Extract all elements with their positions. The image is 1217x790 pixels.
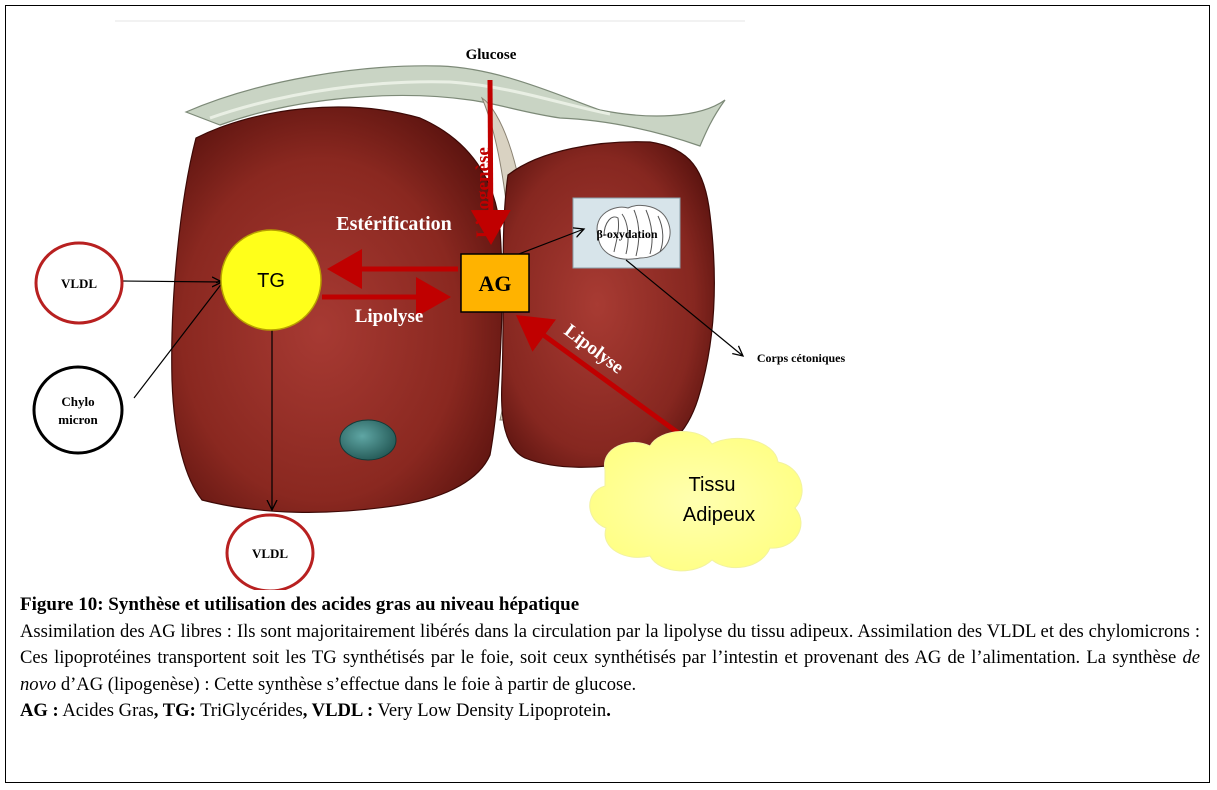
corps-cetoniques-label: Corps cétoniques <box>757 351 846 365</box>
caption-text-end: d’AG (lipogenèse) : Cette synthèse s’eff… <box>61 674 636 695</box>
tissu-label-line1: Tissu <box>688 474 735 496</box>
chylo-label-line2: micron <box>58 412 98 427</box>
glucose-label: Glucose <box>466 47 517 63</box>
esterification-label: Estérification <box>336 213 452 235</box>
ag-label: AG <box>479 271 512 296</box>
chylomicron-node <box>34 367 122 453</box>
lipolyse-center-label: Lipolyse <box>355 306 424 327</box>
liver-fatty-acid-diagram: TG AG VLDL Chylo micron VLDL Tissu Adipe… <box>0 0 1217 590</box>
abbr-vldl-value: Very Low Density Lipoprotein <box>377 700 606 721</box>
beta-oxydation-label: β-oxydation <box>597 227 658 241</box>
tissu-label-line2: Adipeux <box>683 504 755 526</box>
abbreviations-line: AG : Acides Gras, TG: TriGlycérides, VLD… <box>20 698 1200 725</box>
abbr-tg-key: , TG: <box>154 700 196 721</box>
chylo-label-line1: Chylo <box>61 394 94 409</box>
abbr-ag-key: AG : <box>20 700 59 721</box>
figure-title: Figure 10: Synthèse et utilisation des a… <box>20 592 1200 619</box>
figure-caption: Figure 10: Synthèse et utilisation des a… <box>20 592 1200 725</box>
adipose-tissue-cloud <box>590 431 802 570</box>
caption-paragraph: Assimilation des AG libres : Ils sont ma… <box>20 619 1200 699</box>
abbr-ag-value: Acides Gras <box>62 700 153 721</box>
tg-label: TG <box>257 270 285 292</box>
abbr-tg-value: TriGlycérides <box>200 700 303 721</box>
abbr-vldl-key: , VLDL : <box>303 700 373 721</box>
vldl-bottom-label: VLDL <box>252 546 288 561</box>
abbr-end: . <box>606 700 611 721</box>
vldl-left-label: VLDL <box>61 276 97 291</box>
lipogenese-label: Lipogenèse <box>473 147 494 238</box>
caption-text: Assimilation des AG libres : Ils sont ma… <box>20 621 1200 669</box>
